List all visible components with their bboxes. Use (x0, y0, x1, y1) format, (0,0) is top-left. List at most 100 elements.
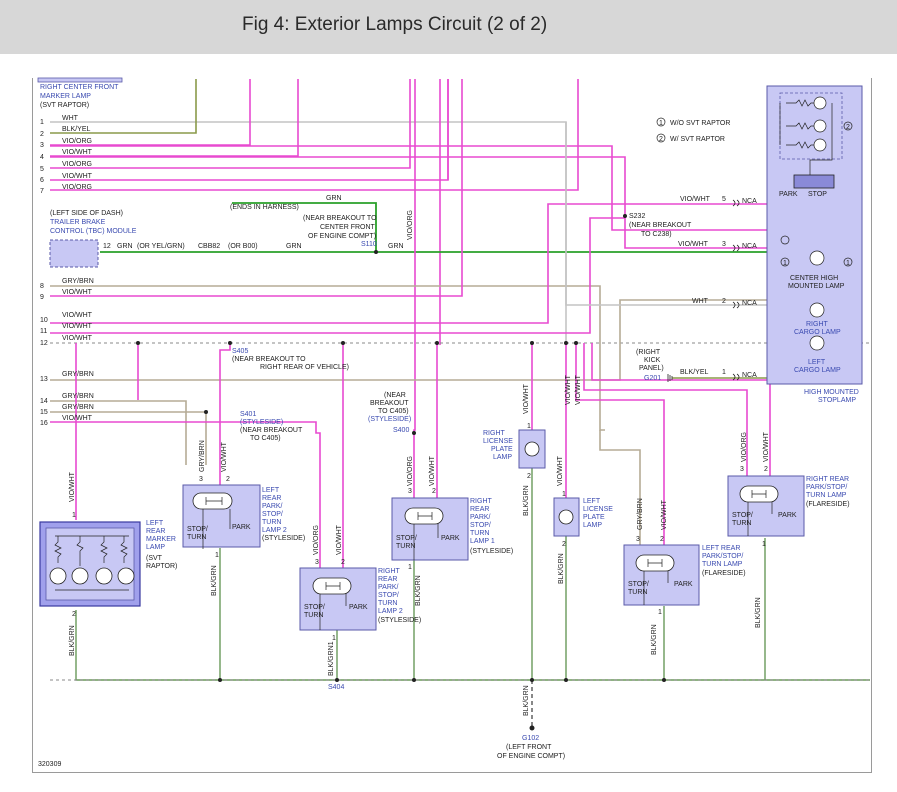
rlic-label-3: PLATE (491, 446, 513, 453)
pin-label: 9 (40, 294, 44, 301)
wire-label: BLK/YEL (62, 126, 91, 133)
rrp2-wire2: VIO/WHT (336, 524, 343, 555)
hmsl-label-1: HIGH MOUNTED (804, 389, 859, 396)
rrp2-label-2: REAR (378, 576, 397, 583)
rrp2-bot-pin: 1 (332, 635, 336, 642)
s400-id: S400 (393, 427, 409, 434)
rcargo-label-2: CARGO LAMP (794, 329, 841, 336)
lamp-lrpf: STOP/ TURN PARK LEFT REAR PARK/STOP/ TUR… (623, 498, 746, 655)
top-left-module: RIGHT CENTER FRONT MARKER LAMP (SVT RAPT… (40, 84, 119, 109)
lrpf-pin2: 2 (660, 536, 664, 543)
rlic-top-pin: 1 (527, 423, 531, 430)
pin-label: 4 (40, 154, 44, 161)
hmsl-circle-1a: 1 (783, 260, 787, 267)
rrp1-park: PARK (441, 535, 460, 542)
hmsl-nca-2: NCA (742, 300, 757, 307)
wire-label: VIO/ORG (62, 184, 92, 191)
tbc-label-3: CONTROL (TBC) MODULE (50, 228, 137, 235)
lrpf-label-3: TURN LAMP (702, 561, 743, 568)
llic-label-2: LICENSE (583, 506, 613, 513)
wire-label: VIO/WHT (62, 149, 93, 156)
lrm-top-wire: VIO/WHT (69, 471, 76, 502)
lamp-left-license: LEFT LICENSE PLATE LAMP 1 VIO/WHT 2 BLK/… (553, 374, 613, 584)
ground-g102: BLK/GRN G102 (LEFT FRONT OF ENGINE COMPT… (497, 685, 565, 760)
hmsl-wire-5: VIO/WHT (680, 196, 711, 203)
hmsl-park-label: PARK (779, 191, 798, 198)
lrp2-label-7: (STYLESIDE) (262, 535, 305, 542)
rcargo-label-1: RIGHT (806, 321, 829, 328)
rrpf-wire3: VIO/ORG (741, 432, 748, 462)
rrpf-label-2: PARK/STOP/ (806, 484, 847, 491)
rrp1-pin2: 2 (432, 488, 436, 495)
pin-label: 6 (40, 177, 44, 184)
lrm-label-6: RAPTOR) (146, 563, 177, 570)
figure-id: 320309 (38, 761, 61, 768)
rrpf-wire2: VIO/WHT (763, 431, 770, 462)
rrp1-stop: STOP/ (396, 535, 417, 542)
s405-note-1: (NEAR BREAKOUT TO (232, 356, 306, 363)
s405-note-2: RIGHT REAR OF VEHICLE) (260, 364, 349, 371)
lrp2-bot-pin: 1 (215, 552, 219, 559)
rrp1-label-6: LAMP 1 (470, 538, 495, 545)
legend-text-2: W/ SVT RAPTOR (670, 136, 725, 143)
lrp2-pin3: 3 (199, 476, 203, 483)
hmsl-assembly: 2 PARK STOP 1 1 CENTER HIGH MOUNTED LAMP… (636, 85, 863, 404)
lcargo-label-1: LEFT (808, 359, 826, 366)
pin-label: 7 (40, 188, 44, 195)
lrp2-label-1: LEFT (262, 487, 280, 494)
hmsl-pin-1: 1 (722, 369, 726, 376)
g201-ground: G201 (644, 375, 661, 382)
wire-label: VIO/WHT (62, 173, 93, 180)
rrp2-label-3: PARK/ (378, 584, 399, 591)
legend-text-1: W/O SVT RAPTOR (670, 120, 730, 127)
s232-note-2: TO C238) (641, 231, 672, 238)
rlic-label-1: RIGHT (483, 430, 506, 437)
rrpf-pin3: 3 (740, 466, 744, 473)
wire-label: VIO/ORG (62, 138, 92, 145)
hmsl-pin-3: 3 (722, 241, 726, 248)
g102-note-1: (LEFT FRONT (506, 744, 552, 751)
lrpf-wire3: GRY/BRN (637, 498, 644, 530)
wire-label: VIO/ORG (62, 161, 92, 168)
s401-note-2: (NEAR BREAKOUT (240, 427, 303, 434)
g102-wire: BLK/GRN (523, 685, 530, 716)
ll-vio-wht: VIO/WHT (565, 374, 572, 405)
rrp2-turn: TURN (304, 612, 323, 619)
llic-top-pin: 1 (562, 491, 566, 498)
wire-label: GRY/BRN (62, 404, 94, 411)
rcf-marker-label-2: MARKER LAMP (40, 93, 91, 100)
rcf-marker-label-3: (SVT RAPTOR) (40, 102, 89, 109)
wire-label: GRY/BRN (62, 371, 94, 378)
s232-id: S232 (629, 213, 645, 220)
s401-note-3: TO C405) (250, 435, 281, 442)
lamp-lrp2: STOP/ TURN PARK LEFT REAR PARK/ STOP/ TU… (182, 440, 305, 596)
lrpf-park: PARK (674, 581, 693, 588)
figure-title: Fig 4: Exterior Lamps Circuit (2 of 2) (242, 14, 548, 35)
top-left-pins: 1 WHT 2 BLK/YEL 3 VIO/ORG 4 VIO/WHT 5 VI… (40, 115, 93, 195)
tbc-wire2: GRN (286, 243, 302, 250)
pin-label: 3 (40, 142, 44, 149)
rlic-bot-wire: BLK/GRN (523, 485, 530, 516)
lrp2-label-3: PARK/ (262, 503, 283, 510)
lrp2-label-5: TURN (262, 519, 281, 526)
wire-label: GRY/BRN (62, 278, 94, 285)
kick-panel-label-2: KICK (644, 357, 661, 364)
vio-org-vertical-label: VIO/ORG (407, 210, 414, 240)
figure-header: Fig 4: Exterior Lamps Circuit (2 of 2) (0, 0, 897, 54)
tbc-pin: 12 (103, 243, 111, 250)
s110-id: S110 (361, 241, 377, 248)
s110-note-2: CENTER FRONT (320, 224, 376, 231)
rlic-top-wire: VIO/WHT (523, 383, 530, 414)
rrp2-label-5: TURN (378, 600, 397, 607)
wires (37, 77, 870, 728)
wire-label: VIO/WHT (62, 335, 93, 342)
rrpf-park: PARK (778, 512, 797, 519)
lamp-rrp2: STOP/ TURN PARK RIGHT REAR PARK/ STOP/ T… (299, 524, 421, 676)
rcf-marker-label-1: RIGHT CENTER FRONT (40, 84, 119, 91)
lrpf-pin3: 3 (636, 536, 640, 543)
hmsl-label-2: STOPLAMP (818, 397, 856, 404)
pin-label: 2 (40, 131, 44, 138)
rlic-label-2: LICENSE (483, 438, 513, 445)
pin-label: 14 (40, 398, 48, 405)
